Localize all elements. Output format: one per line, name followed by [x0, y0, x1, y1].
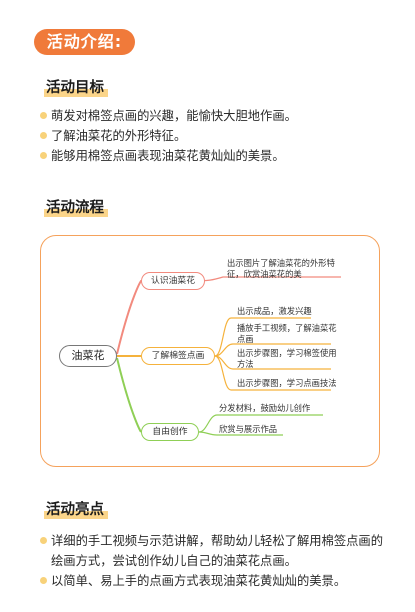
bullet-icon	[40, 152, 47, 159]
process-title: 活动流程	[44, 198, 108, 218]
highlights-title: 活动亮点	[44, 500, 108, 520]
list-item: 以简单、易上手的点画方式表现油菜花黄灿灿的美景。	[40, 571, 387, 591]
branch-free-create: 自由创作	[141, 423, 199, 441]
branch-item: 欣赏与展示作品	[219, 424, 278, 434]
branch-item: 出示步骤图，学习点画技法	[237, 378, 337, 388]
goals-title: 活动目标	[44, 78, 108, 98]
branch-item: 出示步骤图，学习棉签使用方法	[237, 348, 337, 369]
section-header-tag: 活动介绍:	[34, 29, 135, 55]
branch-item: 分发材料，鼓励幼儿创作	[219, 403, 311, 413]
bullet-icon	[40, 577, 47, 584]
branch-item: 出示图片了解油菜花的外形特征，欣赏油菜花的美	[227, 258, 335, 279]
list-item: 萌发对棉签点画的兴趣，能愉快大胆地作画。	[40, 106, 405, 126]
branch-item: 播放手工视频，了解油菜花点画	[237, 323, 337, 344]
goals-list: 萌发对棉签点画的兴趣，能愉快大胆地作画。 了解油菜花的外形特征。 能够用棉签点画…	[40, 106, 405, 166]
branch-cotton-swab: 了解棉签点画	[141, 347, 215, 365]
list-item: 能够用棉签点画表现油菜花黄灿灿的美景。	[40, 146, 405, 166]
list-item: 详细的手工视频与示范讲解，帮助幼儿轻松了解用棉签点画的绘画方式，尝试创作幼儿自己…	[40, 531, 387, 571]
mind-map-root: 油菜花	[59, 345, 117, 367]
bullet-icon	[40, 112, 47, 119]
bullet-icon	[40, 132, 47, 139]
branch-recognize: 认识油菜花	[141, 272, 205, 290]
bullet-icon	[40, 537, 47, 544]
highlights-list: 详细的手工视频与示范讲解，帮助幼儿轻松了解用棉签点画的绘画方式，尝试创作幼儿自己…	[40, 531, 387, 591]
list-item: 了解油菜花的外形特征。	[40, 126, 405, 146]
mind-map: 油菜花 认识油菜花 出示图片了解油菜花的外形特征，欣赏油菜花的美 了解棉签点画 …	[40, 235, 380, 467]
branch-item: 出示成品，激发兴趣	[237, 306, 312, 316]
